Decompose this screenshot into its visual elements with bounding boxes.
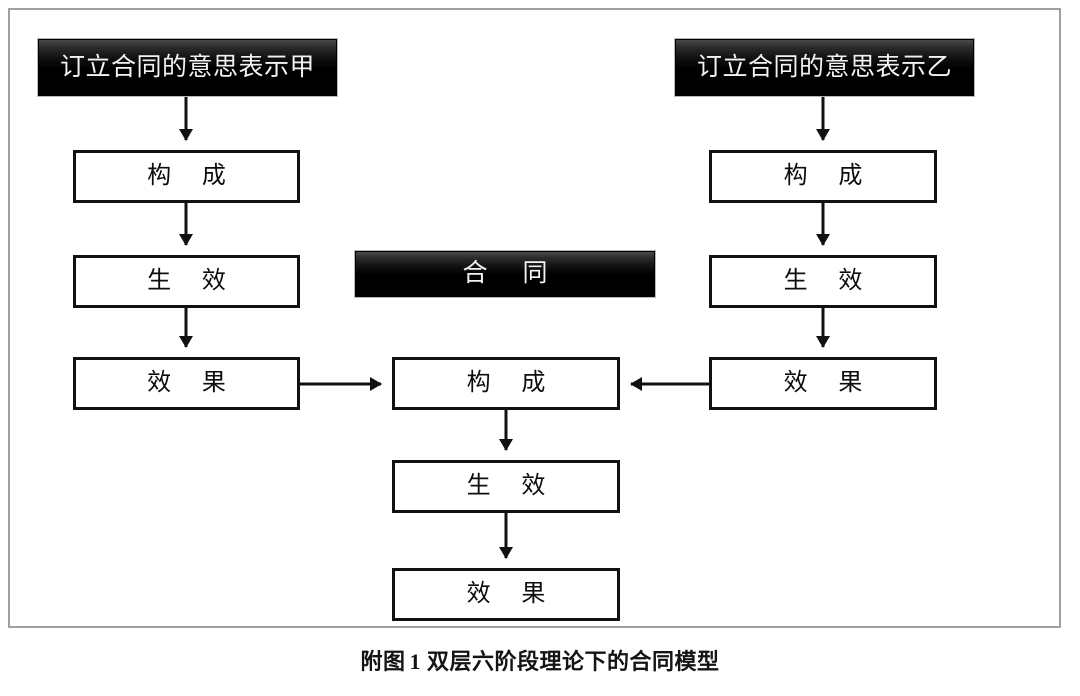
node-center-stage-3-label: 效 果 bbox=[466, 580, 558, 608]
node-center-stage-1-label: 构 成 bbox=[466, 369, 558, 397]
node-left-stage-3[interactable]: 效 果 bbox=[73, 357, 300, 410]
node-right-stage-2[interactable]: 生 效 bbox=[709, 255, 937, 308]
node-center-stage-2-label: 生 效 bbox=[466, 472, 558, 500]
node-right-stage-1[interactable]: 构 成 bbox=[709, 150, 937, 203]
node-center-stage-3[interactable]: 效 果 bbox=[392, 568, 620, 621]
caption-prefix: 附图 bbox=[360, 649, 406, 674]
node-center-stage-1[interactable]: 构 成 bbox=[392, 357, 620, 410]
node-right-stage-1-label: 构 成 bbox=[783, 162, 875, 190]
node-right-stage-3-label: 效 果 bbox=[783, 369, 875, 397]
node-left-header-label: 订立合同的意思表示甲 bbox=[59, 52, 315, 81]
node-center-header-label: 合 同 bbox=[462, 259, 562, 288]
node-left-stage-1[interactable]: 构 成 bbox=[73, 150, 300, 203]
node-right-header[interactable]: 订立合同的意思表示乙 bbox=[675, 39, 974, 96]
caption-text: 双层六阶段理论下的合同模型 bbox=[427, 649, 720, 674]
node-left-stage-2[interactable]: 生 效 bbox=[73, 255, 300, 308]
figure-frame bbox=[8, 8, 1061, 628]
node-left-stage-1-label: 构 成 bbox=[147, 162, 238, 190]
node-right-stage-3[interactable]: 效 果 bbox=[709, 357, 937, 410]
node-center-stage-2[interactable]: 生 效 bbox=[392, 460, 620, 513]
node-right-header-label: 订立合同的意思表示乙 bbox=[696, 52, 952, 81]
node-left-stage-2-label: 生 效 bbox=[147, 267, 238, 295]
node-center-header[interactable]: 合 同 bbox=[355, 251, 655, 297]
node-right-stage-2-label: 生 效 bbox=[783, 267, 875, 295]
node-left-header[interactable]: 订立合同的意思表示甲 bbox=[38, 39, 337, 96]
caption-number: 1 bbox=[409, 649, 421, 674]
node-left-stage-3-label: 效 果 bbox=[147, 369, 238, 397]
